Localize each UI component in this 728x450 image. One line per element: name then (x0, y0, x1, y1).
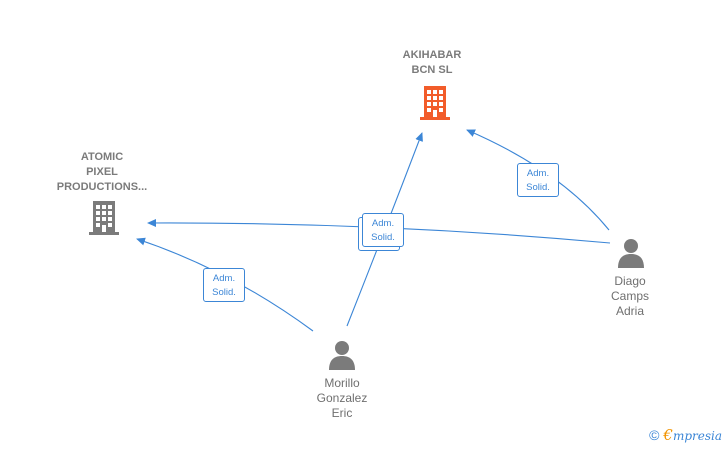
building-icon[interactable] (419, 85, 451, 121)
person-icon[interactable] (617, 238, 645, 268)
person-label-diago[interactable]: Diago Camps Adria (610, 274, 649, 318)
edge-label-diago-atomic[interactable]: Adm. Solid. (362, 213, 404, 247)
person-icon[interactable] (328, 340, 356, 370)
person-label-morillo[interactable]: Morillo Gonzalez Eric (316, 376, 368, 420)
brand-logo-text: mpresia (672, 429, 722, 443)
company-label-akihabar[interactable]: AKIHABAR BCN SL (402, 49, 462, 76)
edge-label-morillo-atomic[interactable]: Adm. Solid. (203, 268, 245, 302)
edge-label-diago-akihabar[interactable]: Adm. Solid. (517, 163, 559, 197)
copyright-symbol: © (649, 427, 660, 443)
footer-brand: ©€mpresia (649, 426, 722, 444)
building-icon[interactable] (88, 200, 120, 236)
brand-logo-initial: € (663, 426, 673, 444)
company-label-atomic[interactable]: ATOMIC PIXEL PRODUCTIONS... (56, 151, 148, 193)
